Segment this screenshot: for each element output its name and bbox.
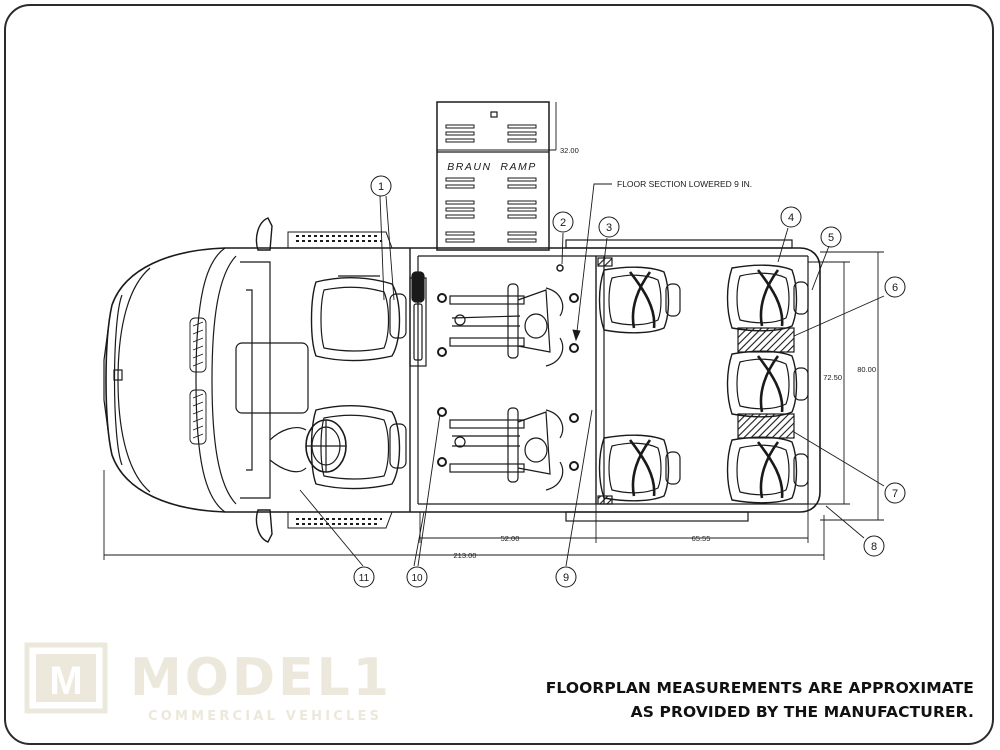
ramp-label: BRAUN RAMP [447,161,536,173]
disclaimer-line-2: AS PROVIDED BY THE MANUFACTURER. [630,703,974,721]
floor-section-label: FLOOR SECTION LOWERED 9 IN. [617,179,752,189]
callout-7: 7 [892,488,898,500]
logo-tagline: COMMERCIAL VEHICLES [148,709,383,724]
callout-6: 6 [892,282,898,294]
callout-11: 11 [359,573,370,584]
braun-ramp [436,101,550,251]
rear-seat-back-middle [726,350,809,418]
callout-1: 1 [378,181,384,193]
callout-circles [353,175,906,588]
front-passenger-seat [310,275,407,362]
driver-seat [269,405,407,490]
fire-extinguisher [409,271,427,367]
dim-interior-width: 72.50 [823,373,842,382]
hatched-area-lower [737,413,795,439]
dim-rear-length: 65.55 [692,534,711,543]
wheelchair-position-upper [437,264,579,367]
dim-ramp-width: 32.00 [560,146,579,155]
dim-overall-length: 213.00 [454,551,477,560]
logo-name: MODEL1 [130,648,392,708]
van-body [103,217,821,543]
dimension-lines [103,251,884,560]
callout-2: 2 [560,217,566,229]
rear-seat-front-upper [598,266,681,334]
logo-mark-letter: M [49,659,82,703]
dim-lowered-length: 52.00 [501,534,520,543]
step-pads [287,231,393,529]
image-frame [4,4,994,745]
hatched-area-upper [737,327,795,353]
callout-9: 9 [563,572,569,584]
rear-seat-back-lower [726,436,809,504]
callout-4: 4 [788,212,794,224]
company-logo: M MODEL1 COMMERCIAL VEHICLES [24,642,414,732]
callout-5: 5 [828,232,834,244]
callout-10: 10 [411,573,423,584]
disclaimer-line-1: FLOORPLAN MEASUREMENTS ARE APPROXIMATE [545,679,974,697]
dim-overall-width: 80.00 [857,365,876,374]
callout-3: 3 [606,222,612,234]
rear-seat-front-lower [598,434,681,502]
rear-passenger-seats [598,264,809,504]
wheelchair-position-lower [437,407,579,491]
callout-leaders [299,183,885,567]
rear-seat-back-upper [726,264,809,332]
logo-mark: M [24,642,108,714]
callout-8: 8 [871,541,877,553]
